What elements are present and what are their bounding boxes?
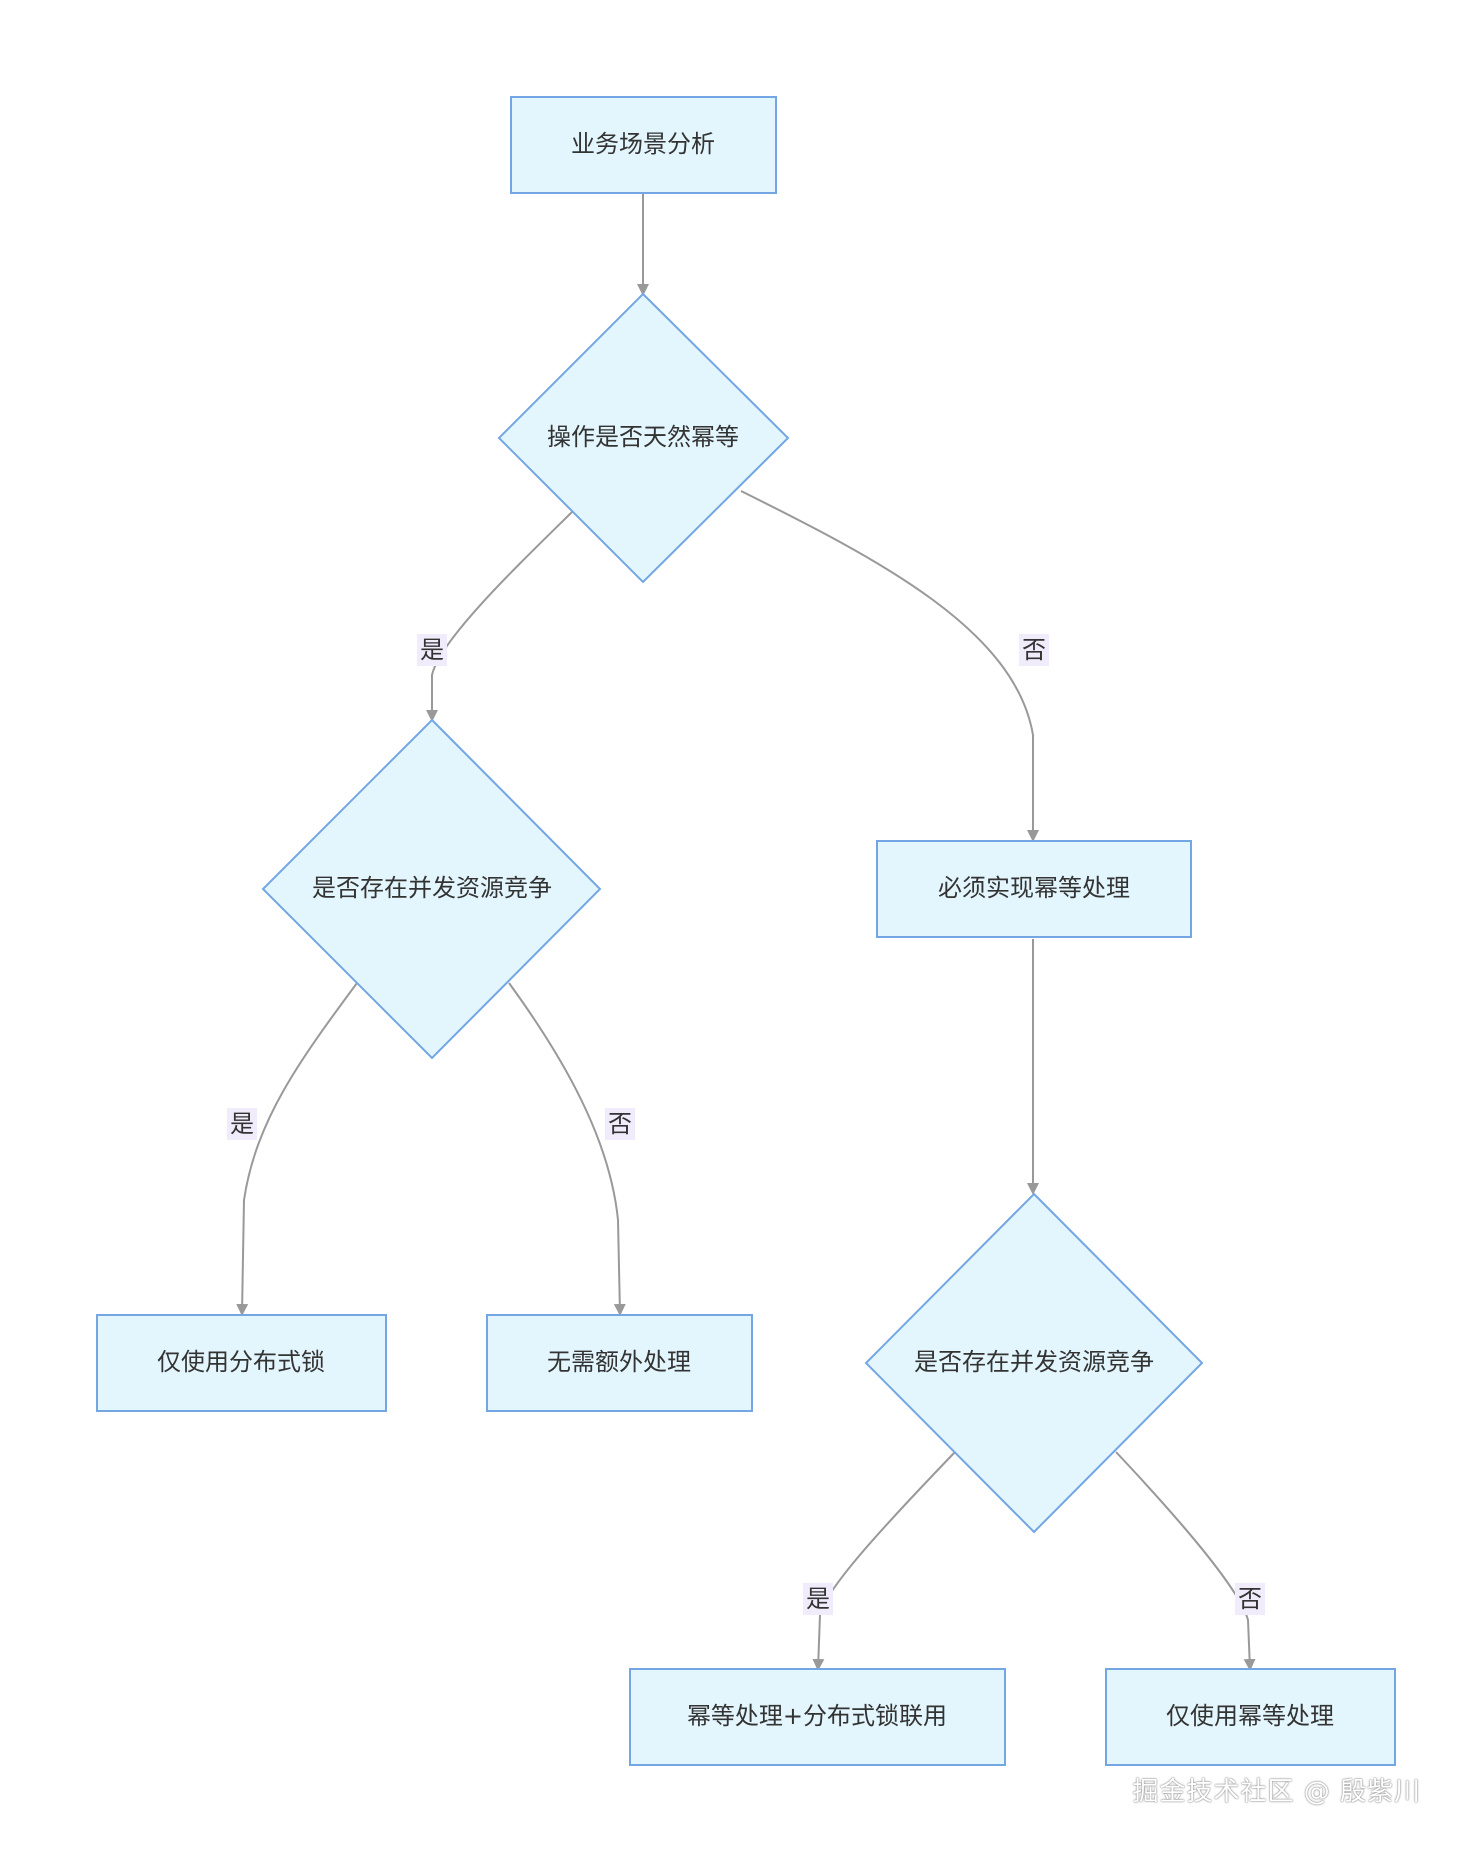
- decision-naturally-idempotent: 操作是否天然幂等: [497, 292, 790, 584]
- node-label: 是否存在并发资源竞争: [914, 1348, 1154, 1376]
- edge-n2-n4: [740, 490, 1039, 842]
- svg-text:是: 是: [230, 1110, 254, 1138]
- node-label: 是否存在并发资源竞争: [312, 874, 552, 902]
- node-label: 无需额外处理: [547, 1348, 691, 1376]
- node-label: 幂等处理+分布式锁联用: [687, 1702, 947, 1730]
- svg-text:否: 否: [608, 1110, 632, 1138]
- watermark-text: 掘金技术社区 @ 殷紫川: [1132, 1777, 1421, 1807]
- edge-label-no-1: 否: [1019, 634, 1049, 666]
- node-label: 业务场景分析: [571, 130, 715, 158]
- edge-label-no-3: 否: [1235, 1583, 1265, 1615]
- node-label: 操作是否天然幂等: [547, 423, 739, 451]
- edges: [236, 193, 1256, 1671]
- decision-concurrency-left: 是否存在并发资源竞争: [261, 718, 602, 1060]
- decision-concurrency-right: 是否存在并发资源竞争: [864, 1192, 1204, 1534]
- edge-label-no-2: 否: [605, 1108, 635, 1140]
- edge-n3-n6: [508, 982, 626, 1316]
- edge-n3-n5: [236, 982, 358, 1316]
- node-idempotency-plus-lock: 幂等处理+分布式锁联用: [629, 1668, 1006, 1766]
- node-distributed-lock-only: 仅使用分布式锁: [96, 1314, 387, 1412]
- node-label: 仅使用幂等处理: [1166, 1702, 1334, 1730]
- edge-n7-n9: [1115, 1451, 1256, 1671]
- node-idempotency-only: 仅使用幂等处理: [1105, 1668, 1396, 1766]
- edge-n2-n3: [426, 511, 573, 722]
- svg-text:是: 是: [420, 636, 444, 664]
- node-label: 必须实现幂等处理: [938, 874, 1130, 902]
- svg-text:否: 否: [1238, 1585, 1262, 1613]
- edge-label-yes-2: 是: [227, 1108, 257, 1140]
- node-no-extra-handling: 无需额外处理: [486, 1314, 753, 1412]
- node-label: 仅使用分布式锁: [157, 1348, 325, 1376]
- svg-text:是: 是: [806, 1585, 830, 1613]
- edge-n7-n8: [812, 1451, 956, 1671]
- node-business-analysis: 业务场景分析: [510, 96, 777, 194]
- edge-label-yes-3: 是: [803, 1583, 833, 1615]
- svg-text:否: 否: [1022, 636, 1046, 664]
- node-must-implement-idempotency: 必须实现幂等处理: [876, 840, 1192, 938]
- edge-label-yes-1: 是: [417, 634, 447, 666]
